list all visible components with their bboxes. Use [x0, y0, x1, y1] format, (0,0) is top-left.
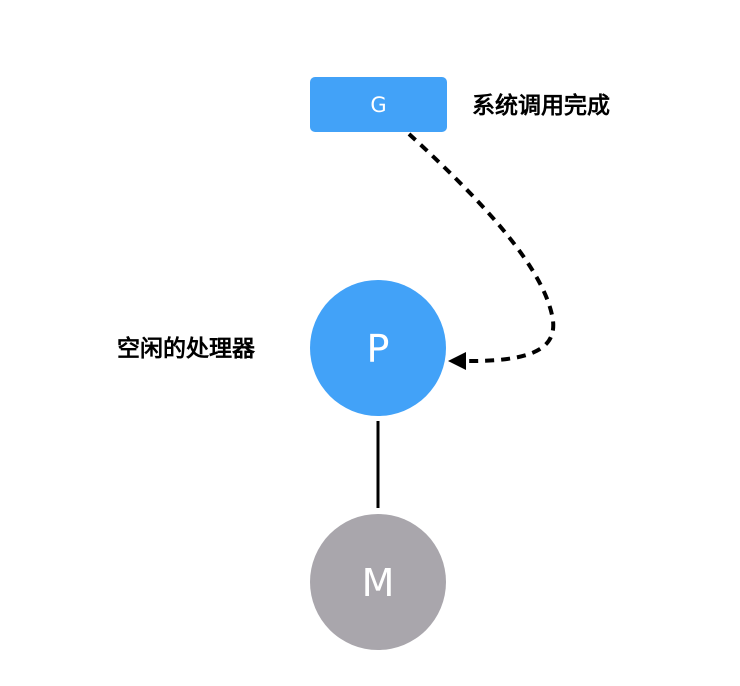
processor-node-label: P: [367, 327, 390, 371]
processor-node-circle: [310, 280, 446, 416]
goroutine-node-label: G: [370, 93, 386, 117]
machine-node-label: M: [362, 561, 395, 605]
edge-g-to-p: [407, 132, 556, 364]
processor-caption: 空闲的处理器: [117, 335, 256, 362]
goroutine-node-box: [310, 77, 447, 132]
machine-node-circle: [310, 514, 446, 650]
goroutine-node[interactable]: G: [310, 77, 447, 132]
goroutine-caption: 系统调用完成: [472, 92, 610, 119]
arrowhead-icon: [448, 352, 466, 370]
machine-node[interactable]: M: [310, 514, 446, 650]
processor-node[interactable]: P: [310, 280, 446, 416]
